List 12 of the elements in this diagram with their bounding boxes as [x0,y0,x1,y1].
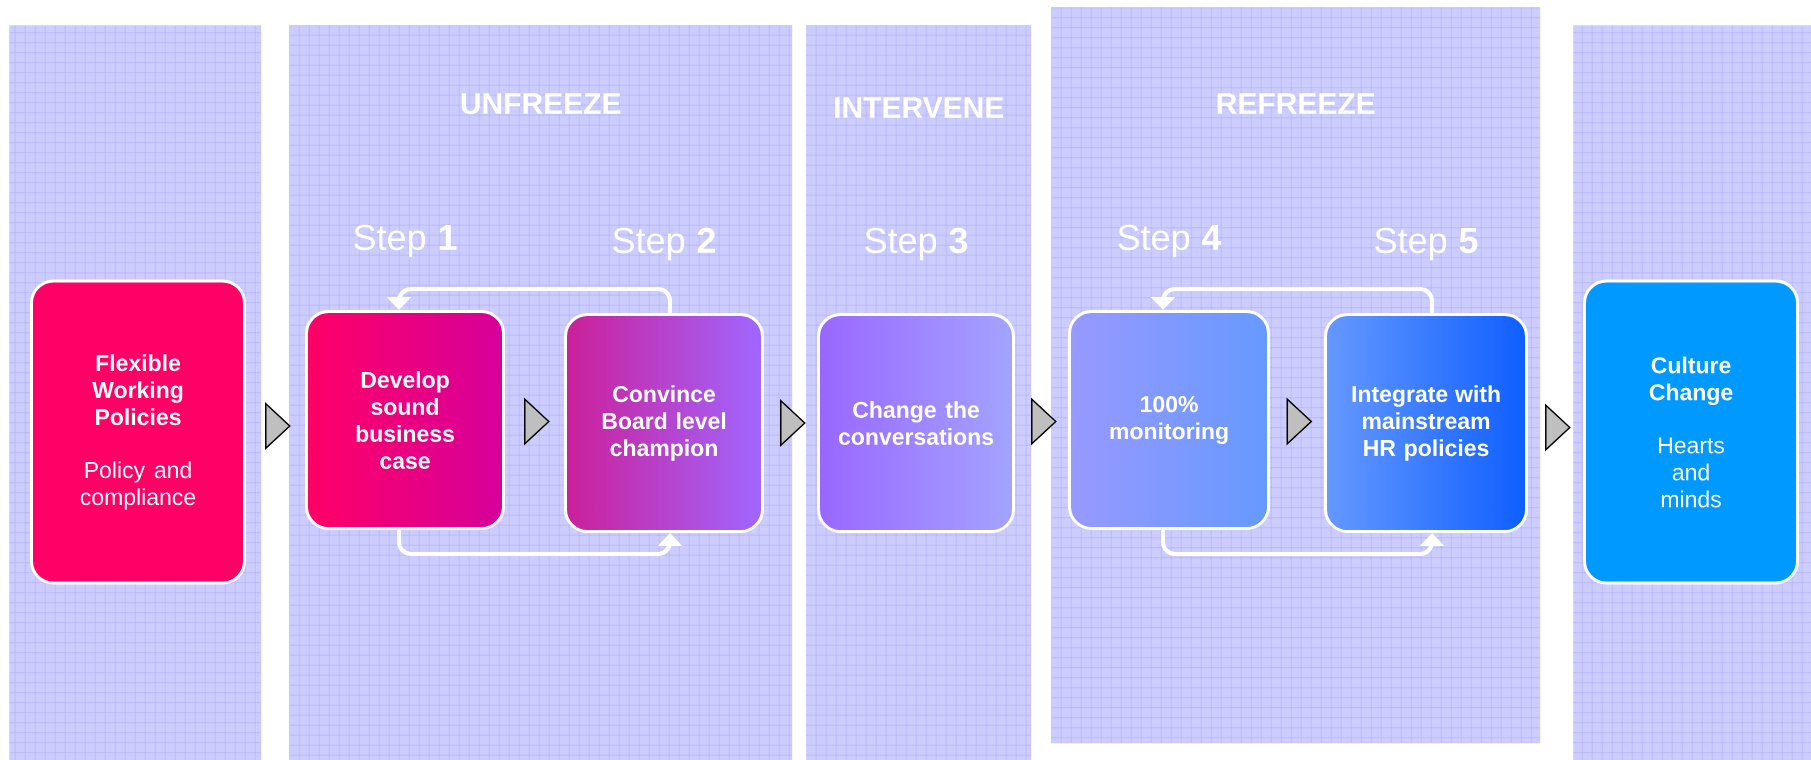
step-label: Step 5 [1375,227,1478,261]
step-box: 100% monitoring [1068,310,1270,530]
step-box: Culture Change Hearts and minds [1583,279,1800,585]
step-box: Convince Board level champion [564,313,764,533]
step-box: Develop sound business case [305,310,505,530]
step-label: Step 3 [865,227,968,261]
step-label: Step 2 [613,227,715,261]
step-box: Integrate with mainstream HR policies [1324,313,1528,533]
step-label: Step 4 [1118,224,1222,258]
step-label: Step 1 [354,224,457,258]
step-box: Change the conversations [817,313,1015,533]
step-box: Flexible Working Policies Policy and compliance [30,279,246,585]
